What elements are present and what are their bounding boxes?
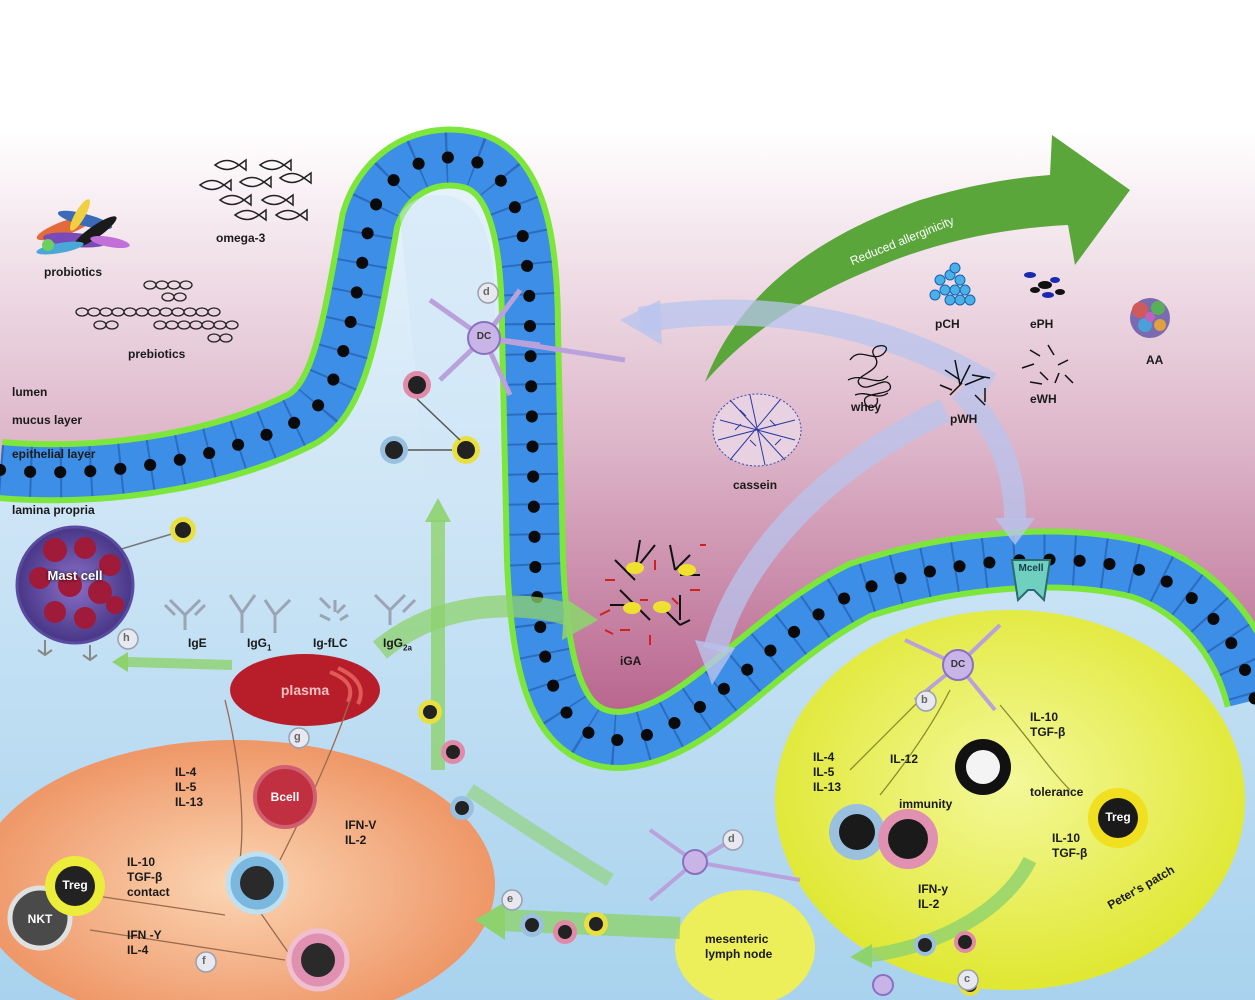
label-cassein: cassein (733, 478, 778, 492)
th2-cell-follicle (225, 851, 289, 915)
label-lamina-propria: lamina propria (12, 503, 95, 517)
pch-beads-icon (929, 262, 976, 306)
label-pp-il12: IL-12 (890, 752, 919, 766)
label-pp-ifny-il2: IFN-y IL-2 (918, 882, 948, 911)
label-omega3: omega-3 (216, 231, 266, 245)
label-ewh: eWH (1030, 392, 1057, 406)
step-markers (117, 282, 979, 991)
whey-tangle-icon (847, 345, 891, 408)
label-mcell: Mcell (1018, 563, 1044, 574)
label-dc-peyers: DC (950, 659, 966, 670)
step-letter-b: b (921, 694, 928, 706)
plasma-cell (230, 654, 380, 726)
label-bcell: Bcell (270, 790, 300, 804)
th0-cell (955, 739, 1011, 795)
uptake-arrow-to-mcell (952, 382, 1026, 521)
plasma-to-iga-arrow (372, 595, 574, 659)
label-igg1: IgG1 (247, 636, 272, 653)
label-ige: IgE (188, 636, 207, 650)
step-letter-h: h (123, 632, 130, 644)
epithelial-nuclei (0, 151, 1255, 747)
label-mesenteric-lymph-node: mesenteric lymph node (705, 932, 773, 961)
bcell (253, 765, 317, 829)
label-epithelial-layer: epithelial layer (12, 447, 96, 461)
omega3-fish-icons (198, 158, 312, 222)
step-letter-d: d (728, 833, 735, 845)
prebiotics-chains-icon (75, 280, 239, 343)
label-immunity: immunity (899, 797, 953, 811)
label-eph: ePH (1030, 317, 1054, 331)
label-mucus-layer: mucus layer (12, 413, 83, 427)
iga-antibodies-icon (599, 539, 706, 645)
label-treg-peyers: Treg (1105, 810, 1131, 824)
label-igg2a: IgG2a (383, 636, 412, 653)
step-letter-d-villus: d (483, 286, 490, 298)
label-left-il4-il5-il13: IL-4 IL-5 IL-13 (175, 765, 204, 809)
plasma-to-mast-arrow (127, 657, 233, 670)
step-letter-c: c (964, 973, 971, 985)
label-left-il10-tgfb-contact: IL-10 TGF-β contact (127, 855, 170, 899)
step-letter-f: f (202, 955, 206, 967)
th2-cell-peyers (829, 804, 885, 860)
treg-cell-follicle (45, 856, 105, 916)
amino-acids-icon (1130, 298, 1170, 338)
label-plasma: plasma (280, 682, 330, 698)
label-tolerance: tolerance (1030, 785, 1084, 799)
ewh-fragments-icon (1021, 344, 1074, 385)
label-aa: AA (1146, 353, 1164, 367)
peyers-patch (775, 610, 1245, 990)
pwh-fragments-icon (939, 359, 991, 406)
treg-cell-peyers (1088, 788, 1148, 848)
label-prebiotics: prebiotics (128, 347, 186, 361)
pp-to-mln-arrow (869, 856, 1037, 962)
casein-molecule-icon (712, 393, 802, 467)
label-mast-cell: Mast cell (47, 568, 103, 583)
label-lumen: lumen (12, 385, 48, 399)
probiotics-icon (36, 199, 130, 255)
label-probiotics: probiotics (44, 265, 103, 279)
step-letter-g: g (294, 731, 301, 743)
eph-fragments-icon (1024, 272, 1065, 298)
th1-cell-follicle (286, 928, 350, 992)
label-pp-il10-tgfb-top: IL-10 TGF-β (1030, 710, 1066, 739)
label-left-ifn-il2: IFN-V IL-2 (345, 818, 377, 847)
label-treg-follicle: Treg (62, 878, 88, 892)
m-cell (1010, 559, 1052, 603)
mast-cell (15, 525, 186, 662)
label-ig-flc: Ig-fLC (313, 636, 348, 650)
th1-cell-peyers (878, 809, 938, 869)
label-dc-villus: DC (476, 331, 492, 342)
label-pp-il10-tgfb-bottom: IL-10 TGF-β (1052, 831, 1088, 860)
label-pch: pCH (935, 317, 960, 331)
uptake-arrow-to-dc (637, 299, 997, 397)
label-whey: whey (851, 400, 882, 414)
label-pwh: pWH (950, 412, 978, 426)
label-left-ifny-il4: IFN -Y IL-4 (127, 928, 162, 957)
label-pp-il4-il5-il13: IL-4 IL-5 IL-13 (813, 750, 842, 794)
mesenteric-lymph-node (675, 890, 815, 1000)
antibody-icons-row (163, 593, 417, 633)
step-letter-e: e (507, 893, 514, 905)
reduced-allergenicity-arrow (705, 135, 1130, 382)
label-nkt: NKT (27, 912, 53, 926)
arrow-to-iga (703, 399, 951, 654)
label-iga: iGA (620, 654, 642, 668)
